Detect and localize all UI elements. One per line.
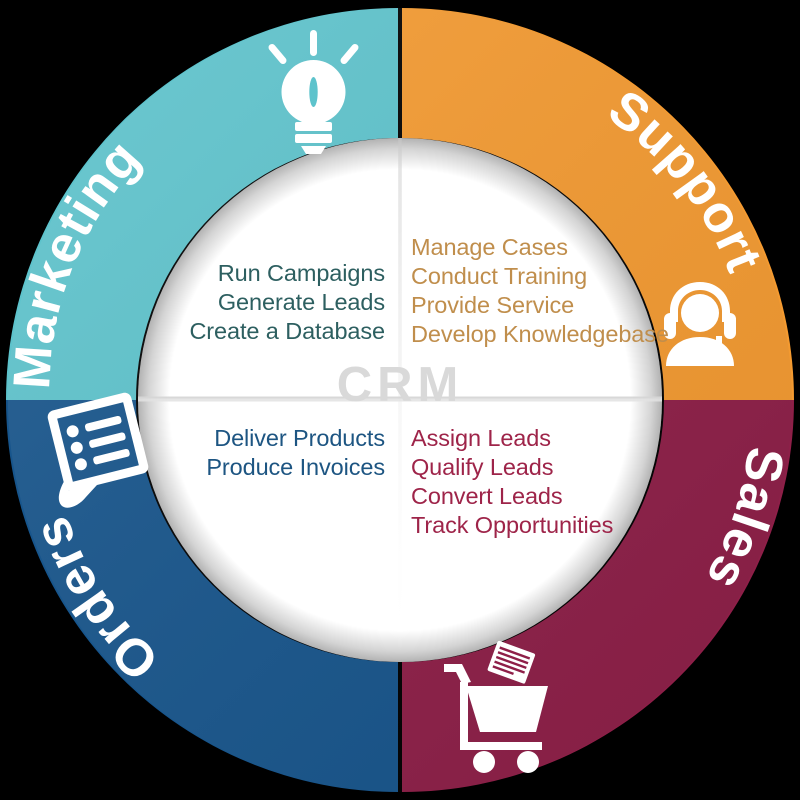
quadrant-item: Track Opportunities (411, 512, 614, 538)
divider-horizontal (138, 396, 662, 402)
quadrant-item: Qualify Leads (411, 454, 554, 480)
quadrant-item: Deliver Products (214, 425, 385, 451)
quadrant-item: Conduct Training (411, 263, 588, 289)
quadrant-item: Create a Database (189, 318, 385, 344)
inner-circle (138, 138, 662, 662)
invoice-clipboard-icon (47, 392, 149, 508)
quadrant-item: Provide Service (411, 292, 575, 318)
quadrant-item: Generate Leads (217, 289, 385, 315)
quadrant-item: Produce Invoices (206, 454, 385, 480)
shopping-cart-icon (444, 640, 548, 773)
lightbulb-icon (268, 30, 359, 154)
headset-agent-icon (664, 282, 736, 366)
quadrant-item: Develop Knowledgebase (411, 321, 669, 347)
quadrant-item: Assign Leads (411, 425, 551, 451)
quadrant-item: Run Campaigns (217, 260, 385, 286)
quadrant-item: Convert Leads (411, 483, 563, 509)
quadrant-item: Manage Cases (411, 234, 568, 260)
